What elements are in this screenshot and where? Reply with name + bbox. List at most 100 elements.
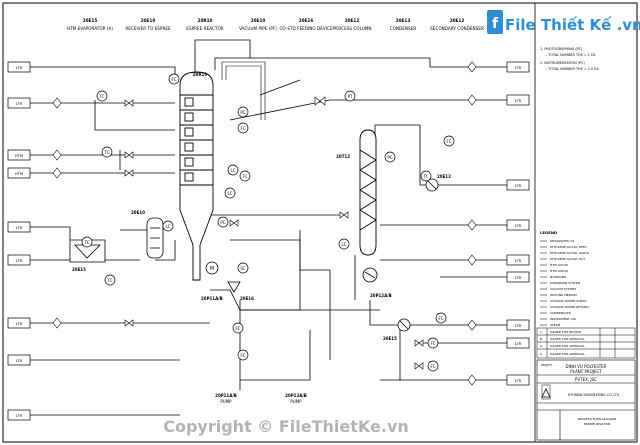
header-tag: 20E13 [396, 18, 411, 23]
svg-text:1. PHOTOGRAPHING (PC): 1. PHOTOGRAPHING (PC) [540, 47, 583, 51]
svg-text:TC: TC [103, 150, 109, 155]
svg-text:20P11A/B: 20P11A/B [215, 393, 237, 398]
svg-text:COOLING WATER RETURN: COOLING WATER RETURN [550, 305, 589, 309]
brand-text: File Thiết Kế .vn [505, 15, 640, 34]
svg-text:ISSUED FOR REVIEW: ISSUED FOR REVIEW [550, 330, 581, 334]
legend-markers [540, 240, 547, 326]
svg-text:LTR: LTR [515, 66, 522, 70]
svg-text:TC: TC [98, 94, 104, 99]
svg-text:VACUUM SYSTEM: VACUUM SYSTEM [550, 287, 576, 291]
svg-text:PT: PT [348, 94, 353, 99]
svg-text:- TOTAL NUMBER THE = 2.0 EA: - TOTAL NUMBER THE = 2.0 EA [546, 67, 599, 71]
legend: LEGEND DESIGNATED AS ETHYLENE GLYCOL FEE… [540, 230, 589, 327]
column [359, 129, 377, 256]
filter-tag: 20E16 [240, 296, 254, 301]
valves [124, 96, 424, 370]
svg-text:LTR: LTR [515, 379, 522, 383]
svg-text:LTR: LTR [16, 414, 23, 418]
svg-text:FC: FC [430, 341, 435, 346]
svg-text:FC: FC [240, 126, 245, 131]
svg-text:COOLING WATER SUPPLY: COOLING WATER SUPPLY [550, 299, 587, 303]
title-block [536, 359, 636, 441]
heater-tag: 20E15 [72, 267, 86, 272]
svg-text:PUMP: PUMP [220, 399, 232, 404]
reactor [179, 71, 214, 281]
svg-text:0: 0 [540, 352, 542, 356]
brand-logo-icon [487, 10, 503, 34]
svg-text:A: A [540, 344, 543, 348]
contractor-name: HYUNDAI ENGINEERING CO.,LTD. [568, 393, 620, 397]
svg-text:SC: SC [240, 266, 246, 271]
drawing-title1: PROCESS FLOW DIAGRAM [578, 417, 617, 421]
svg-text:ISSUED FOR APPROVAL: ISSUED FOR APPROVAL [550, 352, 585, 356]
svg-text:HTM LIQUID: HTM LIQUID [550, 263, 569, 267]
svg-text:20P12A/B: 20P12A/B [285, 393, 307, 398]
svg-text:- TOTAL NUMBER THE = 1 EA: - TOTAL NUMBER THE = 1 EA [546, 53, 596, 57]
junctions [52, 61, 477, 386]
header-tag: 20E12 [450, 18, 465, 23]
pump-b [362, 267, 378, 283]
bottom-tags: 20P11A/B PUMP 20P12A/B PUMP [215, 393, 307, 404]
exchanger-right-tag: 20E12 [437, 174, 451, 179]
svg-text:FC: FC [240, 353, 245, 358]
svg-text:TC: TC [83, 240, 89, 245]
svg-text:PC: PC [387, 155, 392, 160]
svg-text:PUMP: PUMP [290, 399, 302, 404]
svg-text:ETHYLENE GLYCOL FEED: ETHYLENE GLYCOL FEED [550, 245, 587, 249]
svg-text:C: C [540, 330, 542, 334]
svg-text:HTM: HTM [15, 172, 23, 176]
svg-text:LTR: LTR [16, 226, 23, 230]
header-label: CONDENSER [390, 26, 417, 31]
exchanger-bottom [397, 318, 411, 332]
header-label: RECEIVER TO ESPREE [125, 26, 171, 31]
revision-entries: C ISSUED FOR REVIEW B ISSUED FOR APPROVA… [540, 330, 585, 356]
svg-text:HTM: HTM [15, 154, 23, 158]
exchanger-bottom-tag: 20E15 [383, 336, 397, 341]
svg-text:HEATING MEDIUM: HEATING MEDIUM [550, 293, 577, 297]
right-stream-labels: LTR LTR LTR LTR LTR LTR LTR LTR LTR [515, 66, 522, 383]
svg-text:2. INSTRUMENTATION (PC): 2. INSTRUMENTATION (PC) [540, 61, 585, 65]
header-label: HTM EVAPORATOR (A) [67, 26, 113, 31]
svg-text:ISSUED FOR APPROVAL: ISSUED FOR APPROVAL [550, 337, 585, 341]
svg-text:CONDENSATE: CONDENSATE [550, 311, 571, 315]
svg-text:LTR: LTR [515, 259, 522, 263]
svg-text:LTR: LTR [515, 184, 522, 188]
pump-a-tag: 20P11A/B [201, 296, 223, 301]
header-tag: 20E15 [83, 18, 98, 23]
svg-text:LTR: LTR [515, 224, 522, 228]
legend-heading: LEGEND [540, 230, 557, 235]
drawing-title2: ESPREE REACTOR [584, 422, 611, 426]
svg-text:EXPANSION SYSTEM: EXPANSION SYSTEM [550, 281, 581, 285]
svg-text:LTR: LTR [515, 342, 522, 346]
exchanger-right [425, 178, 439, 192]
contractor-logo-icon [541, 384, 551, 400]
header-tag: 20R10 [198, 18, 213, 23]
svg-text:PC: PC [240, 110, 245, 115]
svg-text:INSTRUMENT AIR: INSTRUMENT AIR [550, 317, 576, 321]
svg-text:FC: FC [430, 364, 435, 369]
svg-text:ETHYLENE GLYCOL OUT: ETHYLENE GLYCOL OUT [550, 257, 585, 261]
svg-text:LTR: LTR [16, 102, 23, 106]
svg-text:NITROGEN: NITROGEN [550, 275, 566, 279]
left-stream-labels: LTR LTR HTM HTM LTR LTR LTR LTR LTR [15, 66, 23, 418]
watermark-brand: f File Thiết Kế .vn [487, 10, 640, 34]
column-tag: 20T12 [336, 154, 350, 159]
header-label: ESPREE REACTOR [186, 26, 223, 31]
svg-text:PROJECT: PROJECT [541, 363, 553, 367]
pump-b-tag: 20P12A/B [370, 293, 392, 298]
svg-text:HTM VAPOR: HTM VAPOR [550, 269, 568, 273]
header-tag: 20E12 [345, 18, 360, 23]
svg-text:LC: LC [230, 168, 235, 173]
svg-text:DESIGNATED AS: DESIGNATED AS [550, 239, 574, 243]
header-label: CO-STD FEEDING DEVICE [279, 26, 332, 31]
svg-text:LTR: LTR [16, 322, 23, 326]
heater-left [69, 239, 106, 263]
instruments: FC TC LC TC PC FC LC FC LC PT PC FC LC T… [81, 73, 455, 372]
svg-text:LTR: LTR [515, 99, 522, 103]
svg-text:LTR: LTR [515, 324, 522, 328]
svg-text:LC: LC [341, 242, 346, 247]
svg-text:ISSUED FOR APPROVAL: ISSUED FOR APPROVAL [550, 344, 585, 348]
header-equipment: 20E15 HTM EVAPORATOR (A) 20E10 RECEIVER … [67, 18, 484, 31]
